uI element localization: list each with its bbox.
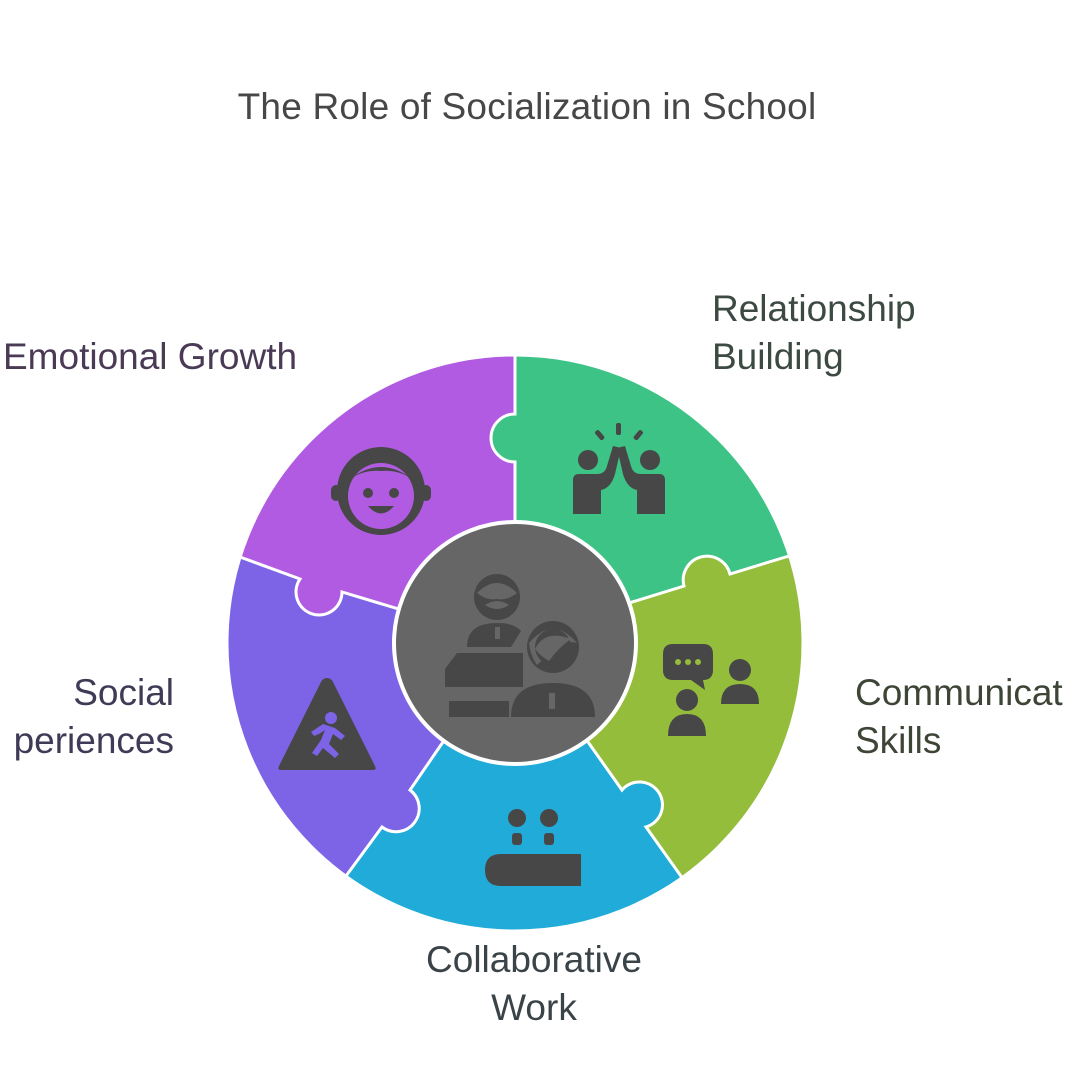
meeting-table-icon — [485, 809, 581, 886]
conversation-icon — [663, 644, 759, 736]
label-line: periences — [13, 720, 174, 761]
label-line: Work — [491, 987, 577, 1028]
label-line: Skills — [855, 720, 942, 761]
label-emotional-growth: Emotional Growth — [3, 333, 297, 381]
segment-dividers — [239, 355, 790, 880]
label-communication-skills: Communicat Skills — [855, 669, 1063, 765]
segment-emotional-growth — [227, 355, 515, 643]
label-relationship-building: Relationship Building — [712, 285, 916, 381]
smiling-child-icon — [331, 447, 431, 535]
label-collaborative-work: Collaborative Work — [372, 936, 696, 1032]
label-line: Communicat — [855, 672, 1063, 713]
label-line: Emotional Growth — [3, 336, 298, 377]
label-line: Collaborative — [426, 939, 642, 980]
caution-sign-icon — [278, 678, 376, 770]
label-line: Social — [73, 672, 174, 713]
label-social-experiences: Social periences — [14, 669, 174, 765]
label-line: Relationship — [712, 288, 916, 329]
high-five-icon — [573, 423, 665, 514]
teacher-student-icon — [443, 574, 595, 717]
label-line: Building — [712, 336, 844, 377]
center-hub — [392, 520, 638, 766]
page-title: The Role of Socialization in School — [237, 86, 817, 127]
